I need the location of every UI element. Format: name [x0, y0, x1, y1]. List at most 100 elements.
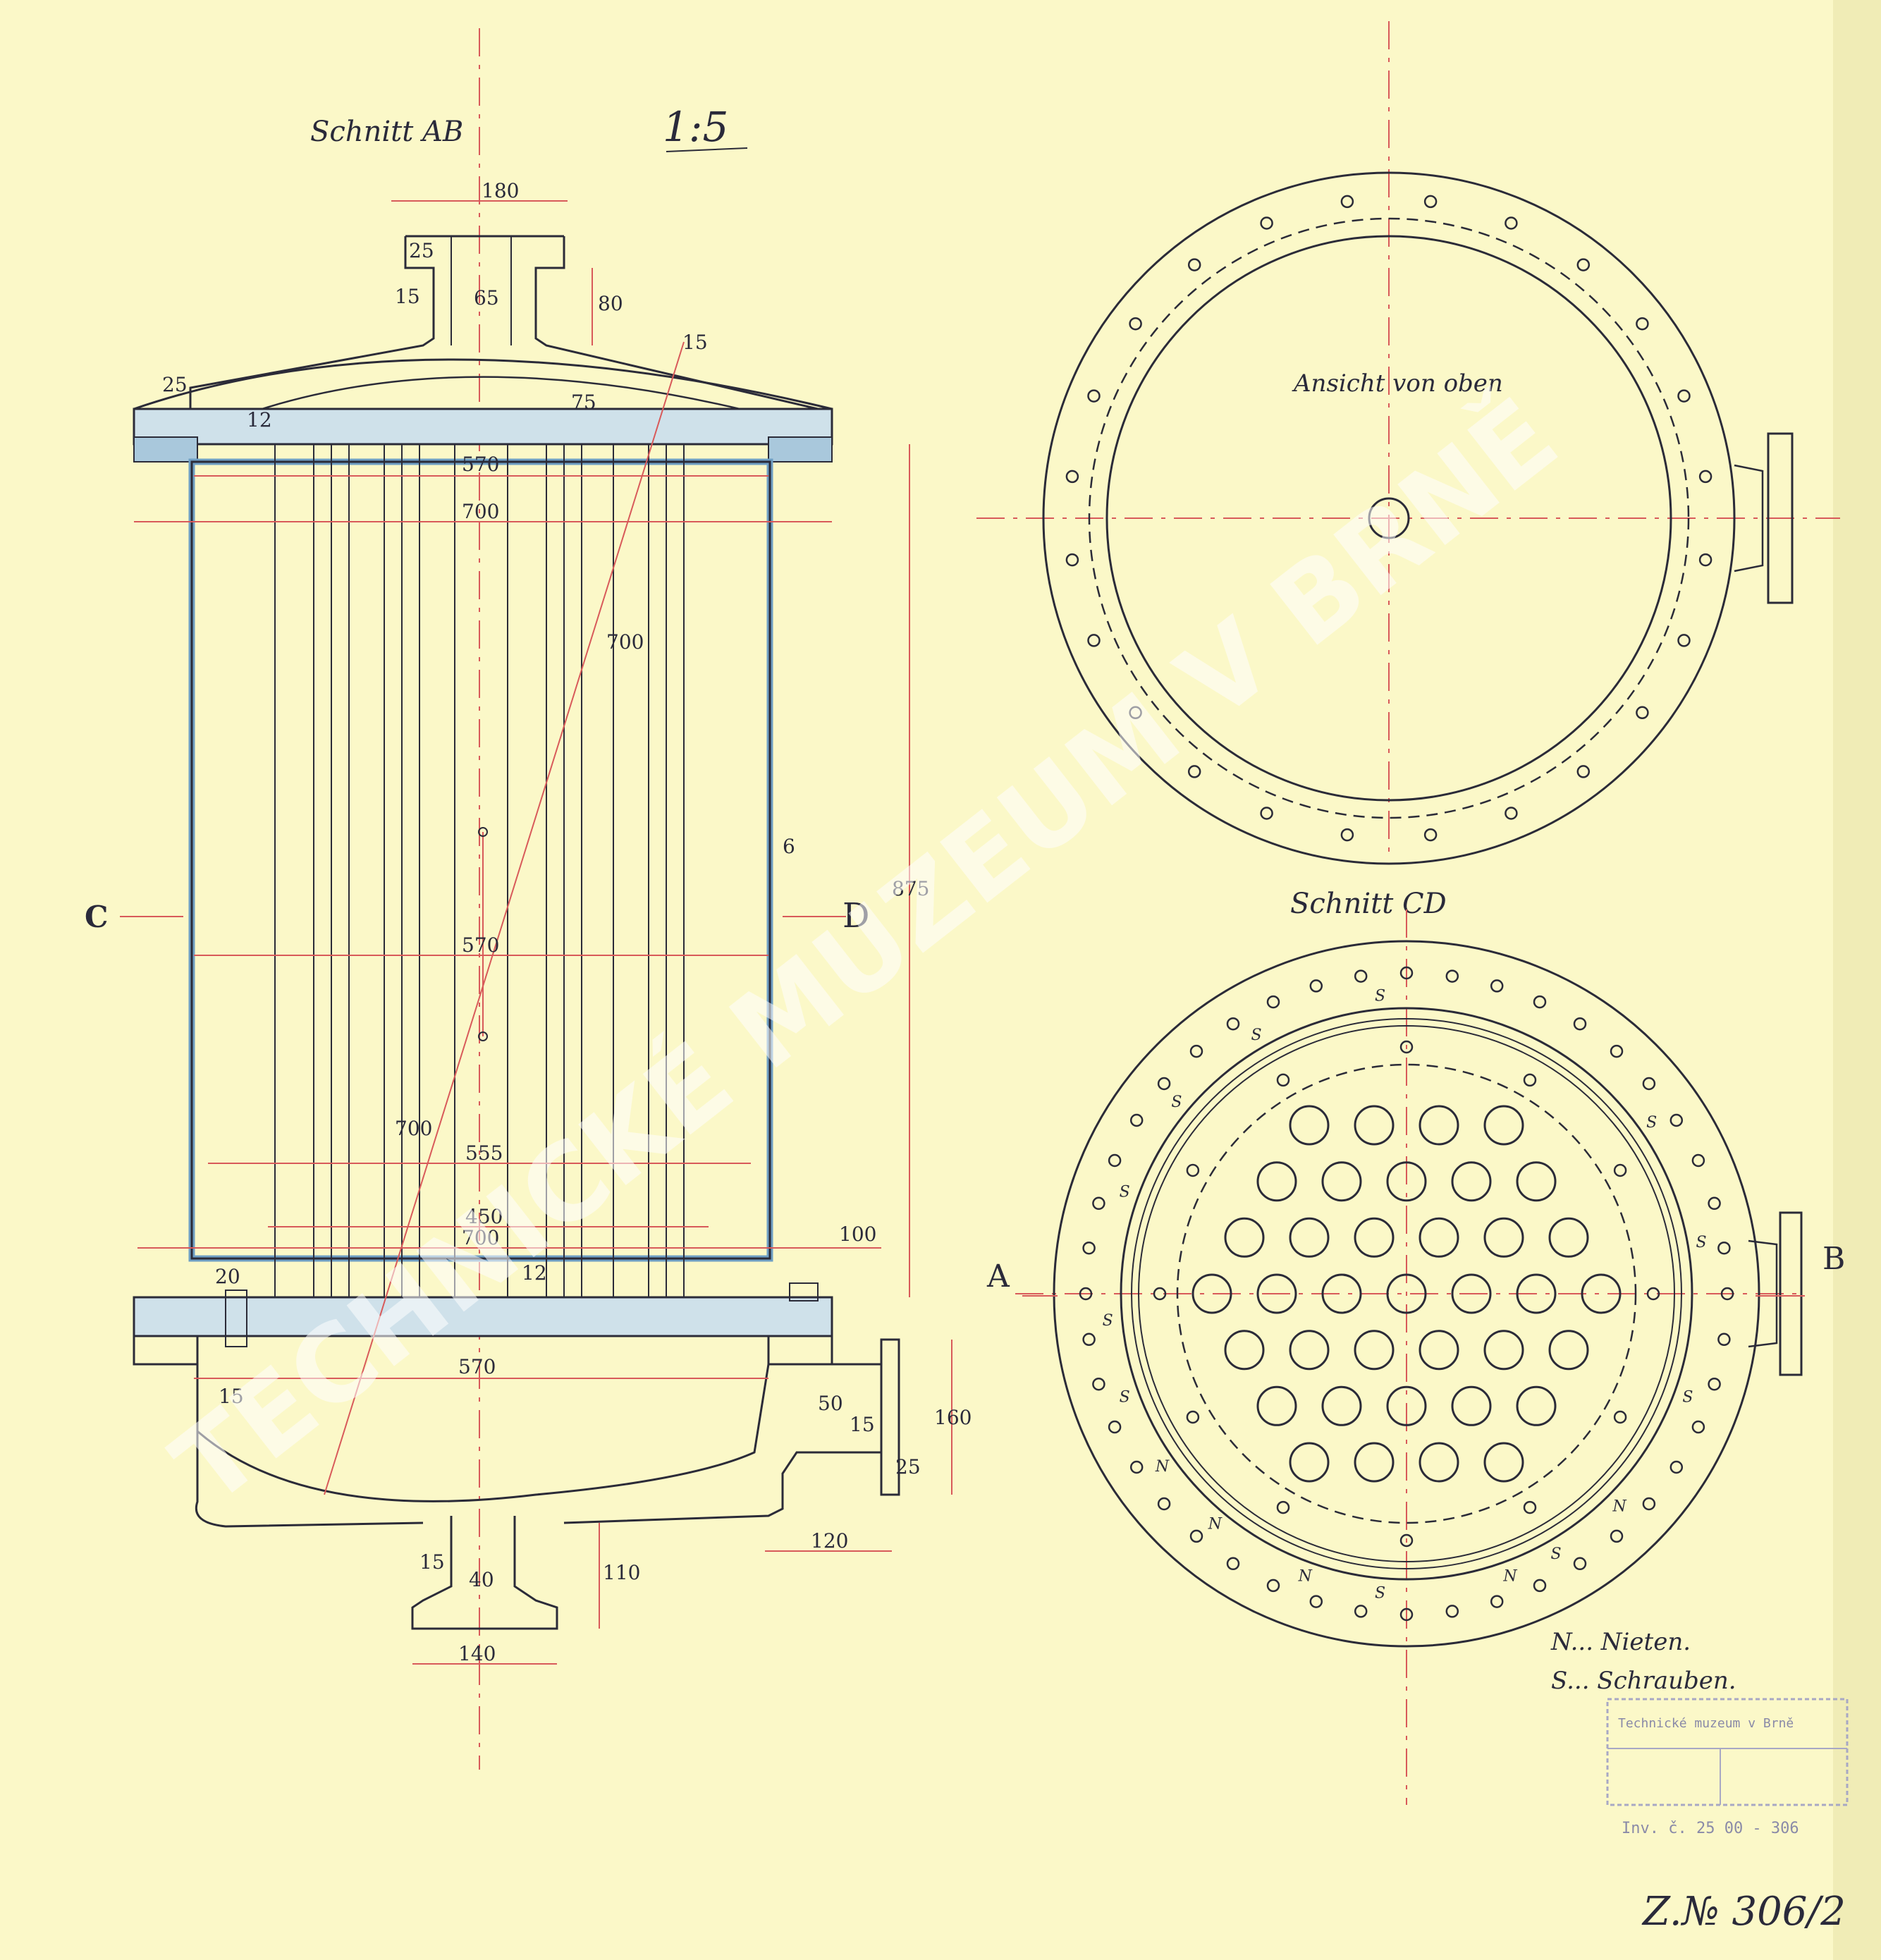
rivet-hole	[1533, 1579, 1547, 1593]
hole-label-s: S	[1375, 1584, 1385, 1602]
rivet-hole	[1490, 979, 1504, 993]
rivet-hole	[1642, 1077, 1656, 1091]
bolt-hole	[1505, 807, 1518, 820]
tube-hole	[1548, 1217, 1589, 1258]
inner-hole	[1153, 1287, 1167, 1301]
legend-n: N... Nieten.	[1550, 1628, 1691, 1656]
tube-hole	[1483, 1330, 1524, 1371]
tube-hole	[1256, 1273, 1297, 1314]
rivet-hole	[1092, 1196, 1105, 1211]
rivet-hole	[1354, 1605, 1368, 1618]
top-nozzle-right	[534, 236, 819, 410]
rivet-hole	[1082, 1241, 1096, 1255]
hole-label-s: S	[1120, 1388, 1130, 1406]
cd-flange-outer	[1053, 940, 1760, 1648]
bolt-hole	[1087, 389, 1101, 403]
hole-label-s: S	[1120, 1184, 1130, 1201]
top-dome-inner	[204, 376, 769, 431]
bolt-hole	[1576, 258, 1591, 271]
rivet-hole	[1573, 1017, 1587, 1031]
tube-hole	[1289, 1330, 1330, 1371]
cd-outer-bolt-holes	[1079, 966, 1734, 1622]
dim-15-dome: 15	[682, 331, 708, 354]
rivet-hole	[1669, 1460, 1684, 1474]
inner-hole	[1186, 1163, 1200, 1177]
rivet-hole	[1669, 1113, 1684, 1127]
tube-hole	[1419, 1105, 1459, 1146]
dim-15-nozzle: 15	[850, 1413, 875, 1436]
bolt-hole	[1698, 470, 1712, 484]
drawing-scale: 1:5	[663, 103, 728, 151]
rivet-hole	[1092, 1377, 1105, 1391]
bottom-outlet	[411, 1516, 558, 1630]
bolt-hole	[1423, 195, 1438, 209]
dim-75: 75	[571, 391, 596, 414]
rivet-hole	[1108, 1420, 1122, 1434]
dim-50: 50	[818, 1392, 843, 1415]
rivet-hole	[1573, 1557, 1587, 1571]
dim-180: 180	[482, 179, 519, 202]
marker-a: A	[986, 1258, 1010, 1294]
top-bolt-holes	[1065, 195, 1712, 842]
hole-label-s: S	[1551, 1545, 1562, 1563]
tube-hole	[1386, 1273, 1427, 1314]
rivet-hole	[1399, 1607, 1414, 1622]
rivet-hole	[1445, 1605, 1459, 1618]
stamp-line-2: Inv. č. 25 00 - 306	[1622, 1820, 1799, 1837]
dim-15-top: 15	[395, 285, 420, 308]
dim-700-diag: 700	[606, 630, 644, 654]
bolt-hole	[1260, 807, 1273, 820]
rivet-hole	[1226, 1017, 1240, 1031]
rivet-hole	[1490, 1595, 1504, 1608]
dim-875: 875	[892, 877, 929, 900]
top-dome-outer	[133, 358, 833, 410]
tube-hole	[1548, 1330, 1589, 1371]
tube-hole	[1354, 1105, 1395, 1146]
rivet-hole	[1189, 1044, 1203, 1058]
rivet-hole	[1108, 1153, 1122, 1168]
tube-hole	[1386, 1161, 1427, 1202]
tube-hole	[1256, 1385, 1297, 1426]
tube-hole	[1581, 1273, 1622, 1314]
section-ab-view: Schnitt AB 1:5	[85, 28, 972, 1770]
rivet-hole	[1157, 1497, 1171, 1511]
tube-hole	[1419, 1442, 1459, 1483]
dim-12-top: 12	[247, 408, 272, 431]
dim-15-low: 15	[219, 1385, 244, 1408]
marker-d: D	[843, 896, 869, 936]
bolt-hole	[1636, 317, 1649, 331]
tube-hole	[1451, 1385, 1492, 1426]
tube-hole	[1289, 1105, 1330, 1146]
marker-c: C	[85, 900, 108, 934]
bolt-hole	[1129, 317, 1142, 331]
dim-140: 140	[458, 1642, 496, 1665]
top-nozzle-left	[189, 236, 435, 409]
dim-65: 65	[474, 286, 499, 310]
stamp-line-1: Technické muzeum v Brně	[1618, 1716, 1794, 1731]
dim-110: 110	[603, 1561, 640, 1584]
top-side-nozzle-flange	[1767, 432, 1794, 604]
bolt-hole	[1065, 553, 1079, 567]
hole-label-n: N	[1298, 1567, 1313, 1585]
dim-160: 160	[934, 1406, 972, 1429]
tube-hole	[1386, 1385, 1427, 1426]
rivet-hole	[1226, 1557, 1240, 1571]
inner-hole	[1613, 1163, 1627, 1177]
rivet-hole	[1079, 1287, 1093, 1301]
dim-12-bottom: 12	[522, 1261, 547, 1285]
rivet-hole	[1445, 969, 1459, 983]
section-cd-title: Schnitt CD	[1290, 888, 1447, 920]
top-nozzle-circle	[1368, 497, 1410, 539]
hole-label-n: N	[1502, 1567, 1517, 1585]
bolt-hole	[1340, 828, 1354, 842]
rivet-hole	[1708, 1196, 1721, 1211]
cd-shell-inner	[1138, 1025, 1675, 1562]
tube-hole	[1224, 1330, 1265, 1371]
marker-b: B	[1822, 1241, 1845, 1277]
tube-hole	[1289, 1217, 1330, 1258]
bolt-hole	[1677, 389, 1691, 403]
bolt-hole	[1576, 765, 1591, 778]
rivet-hole	[1266, 995, 1280, 1009]
